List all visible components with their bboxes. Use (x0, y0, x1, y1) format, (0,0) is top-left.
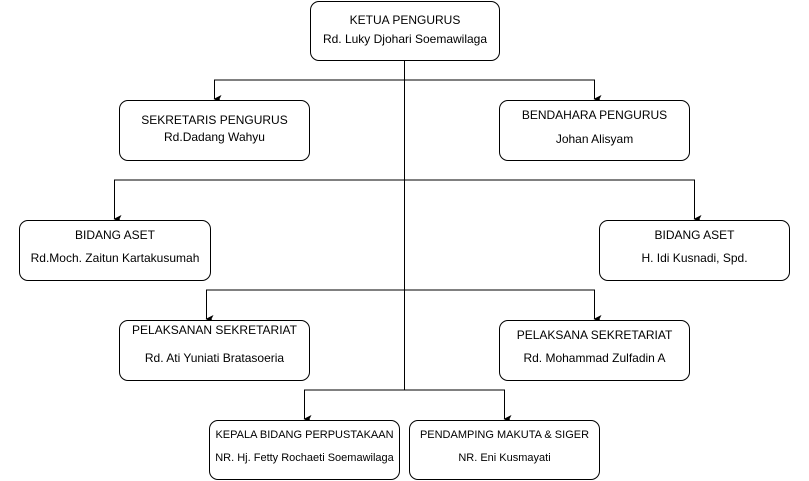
node-person: Johan Alisyam (555, 132, 634, 146)
node-role: KETUA PENGURUS (349, 13, 461, 27)
node-person: Rd. Mohammad Zulfadin A (523, 351, 666, 365)
node-person: Rd.Dadang Wahyu (164, 130, 265, 144)
node-person: NR. Eni Kusmayati (458, 452, 551, 464)
node-bendahara-pengurus: BENDAHARA PENGURUS Johan Alisyam (499, 100, 690, 161)
node-role: PELAKSANAN SEKRETARIAT (132, 323, 297, 337)
node-person: Rd.Moch. Zaitun Kartakusumah (30, 251, 200, 265)
node-kepala-bidang-perpustakaan: KEPALA BIDANG PERPUSTAKAAN NR. Hj. Fetty… (209, 420, 400, 480)
connector-aset-kiri (113, 179, 405, 223)
node-role: PENDAMPING MAKUTA & SIGER (419, 429, 590, 441)
node-person: H. Idi Kusnadi, Spd. (641, 251, 748, 265)
node-sekretaris-pengurus: SEKRETARIS PENGURUS Rd.Dadang Wahyu (119, 100, 310, 161)
node-ketua-pengurus: KETUA PENGURUS Rd. Luky Djohari Soemawil… (310, 1, 500, 61)
node-role: BENDAHARA PENGURUS (521, 108, 668, 122)
node-bidang-aset-kiri: BIDANG ASET Rd.Moch. Zaitun Kartakusumah (19, 220, 211, 281)
connector-aset-kanan (404, 179, 702, 223)
node-pendamping-makuta-siger: PENDAMPING MAKUTA & SIGER NR. Eni Kusmay… (409, 420, 600, 480)
connector-sekretaris (213, 79, 405, 103)
connector-bendahara (404, 79, 602, 103)
connector-pelaksanan (205, 289, 405, 323)
node-role: SEKRETARIS PENGURUS (141, 113, 288, 127)
node-person: Rd. Ati Yuniati Bratasoeria (144, 351, 285, 365)
connector-pendamping (404, 389, 512, 423)
node-role: BIDANG ASET (74, 228, 156, 242)
node-role: BIDANG ASET (654, 228, 735, 242)
node-person: Rd. Luky Djohari Soemawilaga (322, 32, 488, 46)
node-pelaksanan-sekretariat: PELAKSANAN SEKRETARIAT Rd. Ati Yuniati B… (119, 320, 310, 381)
node-role: KEPALA BIDANG PERPUSTAKAAN (215, 429, 394, 441)
node-pelaksana-sekretariat: PELAKSANA SEKRETARIAT Rd. Mohammad Zulfa… (499, 320, 690, 381)
node-role: PELAKSANA SEKRETARIAT (516, 328, 673, 342)
connector-perpustakaan (303, 389, 405, 423)
node-person: NR. Hj. Fetty Rochaeti Soemawilaga (215, 452, 394, 464)
connector-pelaksana (404, 289, 602, 323)
node-bidang-aset-kanan: BIDANG ASET H. Idi Kusnadi, Spd. (599, 220, 790, 281)
